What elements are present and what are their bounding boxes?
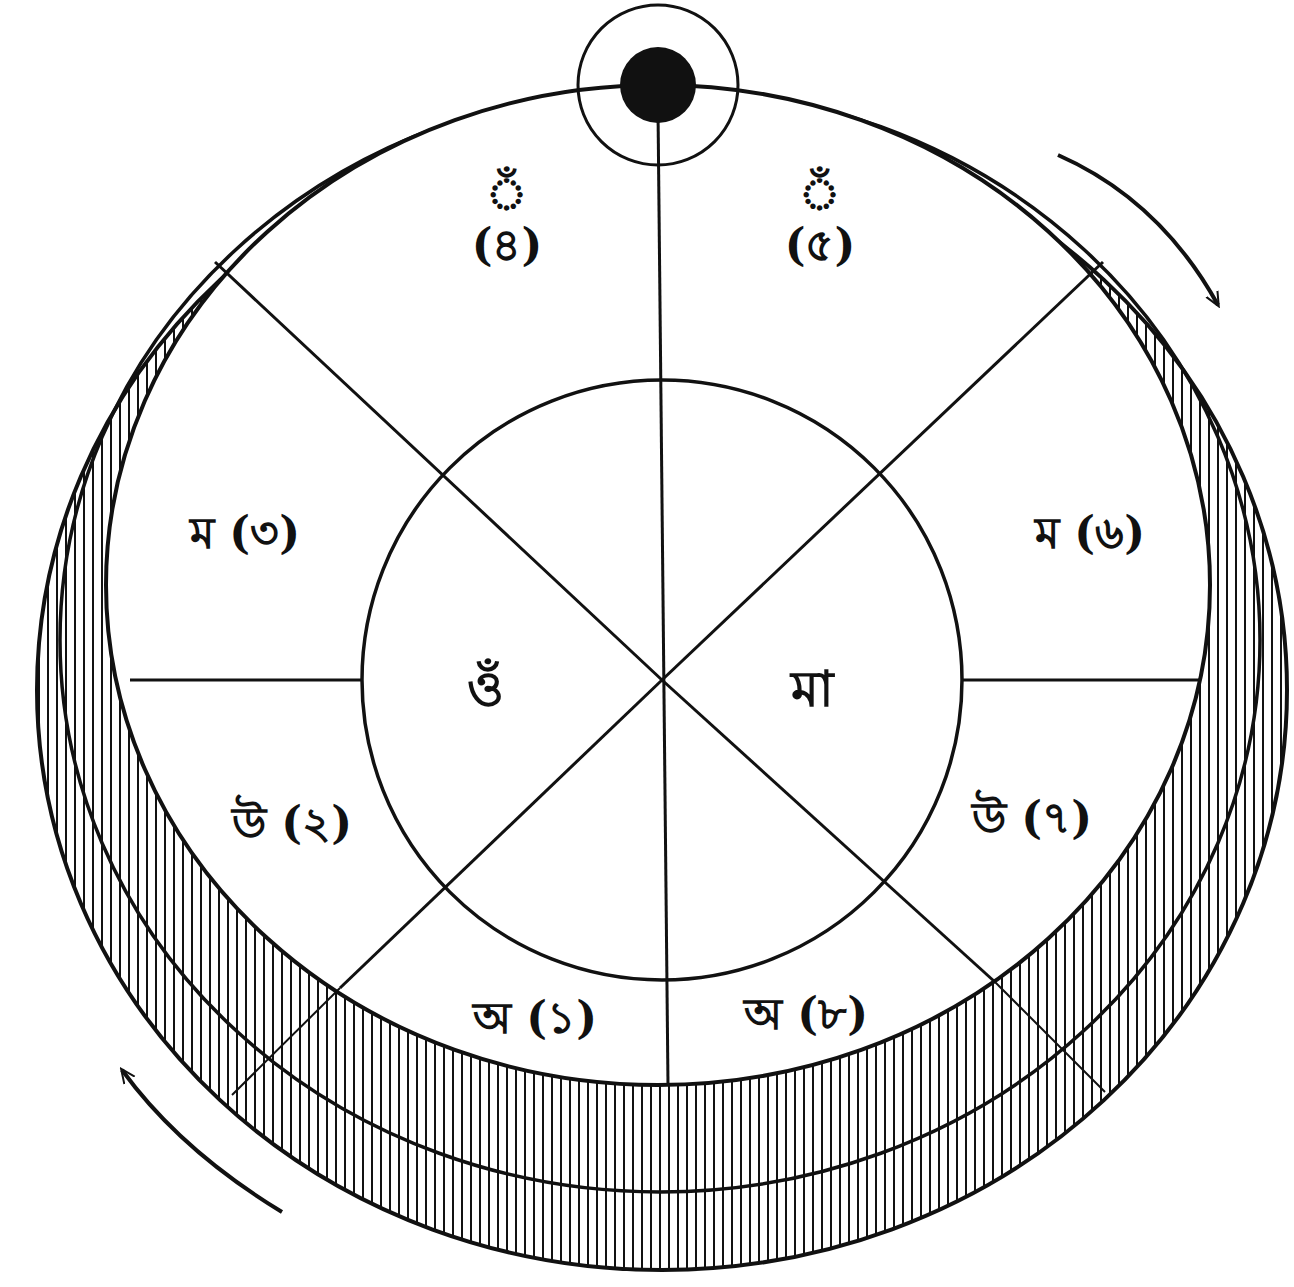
hub-syllable: মা (785, 659, 840, 718)
marker-ring (578, 5, 738, 165)
sector-node: অ (১) (465, 991, 605, 1050)
hub-circle-node: ওঁ মা (362, 380, 962, 980)
sector-label: উ (২) (224, 796, 360, 851)
spoke-extension (232, 988, 340, 1095)
sector-node: অ (৮) (736, 987, 876, 1046)
rotation-arrow (1058, 155, 1218, 305)
spoke (340, 680, 662, 988)
rotation-arrow (122, 1070, 282, 1212)
sector-node: ঁ (৫) (777, 167, 864, 277)
spoke (962, 679, 1200, 682)
sector-label: উ (৭) (964, 791, 1100, 846)
sector-label: ম (৬) (1027, 506, 1153, 561)
spoke (662, 262, 1103, 680)
sector-label: অ (৮) (736, 987, 876, 1042)
sector-label: অ (১) (465, 991, 605, 1046)
sector-node: উ (২) (224, 796, 360, 855)
hub-syllable: ওঁ (461, 659, 510, 718)
sector-label: ম (৩) (182, 506, 308, 561)
spoke-extension (995, 982, 1105, 1092)
sector-label: ঁ (৫) (779, 167, 862, 272)
spoke (215, 262, 662, 680)
sector-node: ম (৩) (182, 506, 308, 565)
spoke (662, 680, 995, 982)
wheel-face (106, 85, 1210, 1085)
spokes (130, 110, 1200, 1095)
sector-node: উ (৭) (964, 791, 1100, 850)
sector-node: ম (৬) (1027, 506, 1153, 565)
marker-dot (620, 47, 696, 123)
sector-label: ঁ (৪) (466, 167, 549, 272)
spoke (130, 679, 362, 682)
hub-circle (362, 380, 962, 980)
spoke (658, 110, 668, 1085)
sector-node: ঁ (৪) (464, 167, 551, 277)
